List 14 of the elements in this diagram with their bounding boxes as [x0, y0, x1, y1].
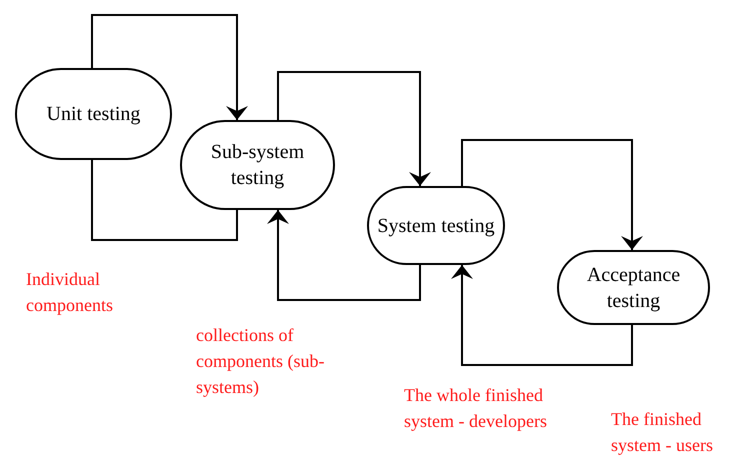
node-label: Sub-system testing [210, 140, 306, 191]
annotation-text: Individual components [26, 268, 114, 317]
node-label: Acceptance testing [586, 262, 682, 314]
annotation-text: The whole finished system - developers [404, 384, 548, 433]
node-label: Unit testing [46, 102, 142, 127]
annotation-text: The finished system - users [611, 408, 714, 457]
connector-line [91, 160, 238, 241]
arrow [267, 210, 421, 301]
arrow [277, 71, 431, 186]
arrow [451, 265, 633, 366]
annotation-text: collections of components (sub-systems) [196, 324, 326, 399]
arrow [461, 139, 643, 250]
node-label: System testing [376, 214, 496, 238]
arrow [91, 14, 248, 120]
